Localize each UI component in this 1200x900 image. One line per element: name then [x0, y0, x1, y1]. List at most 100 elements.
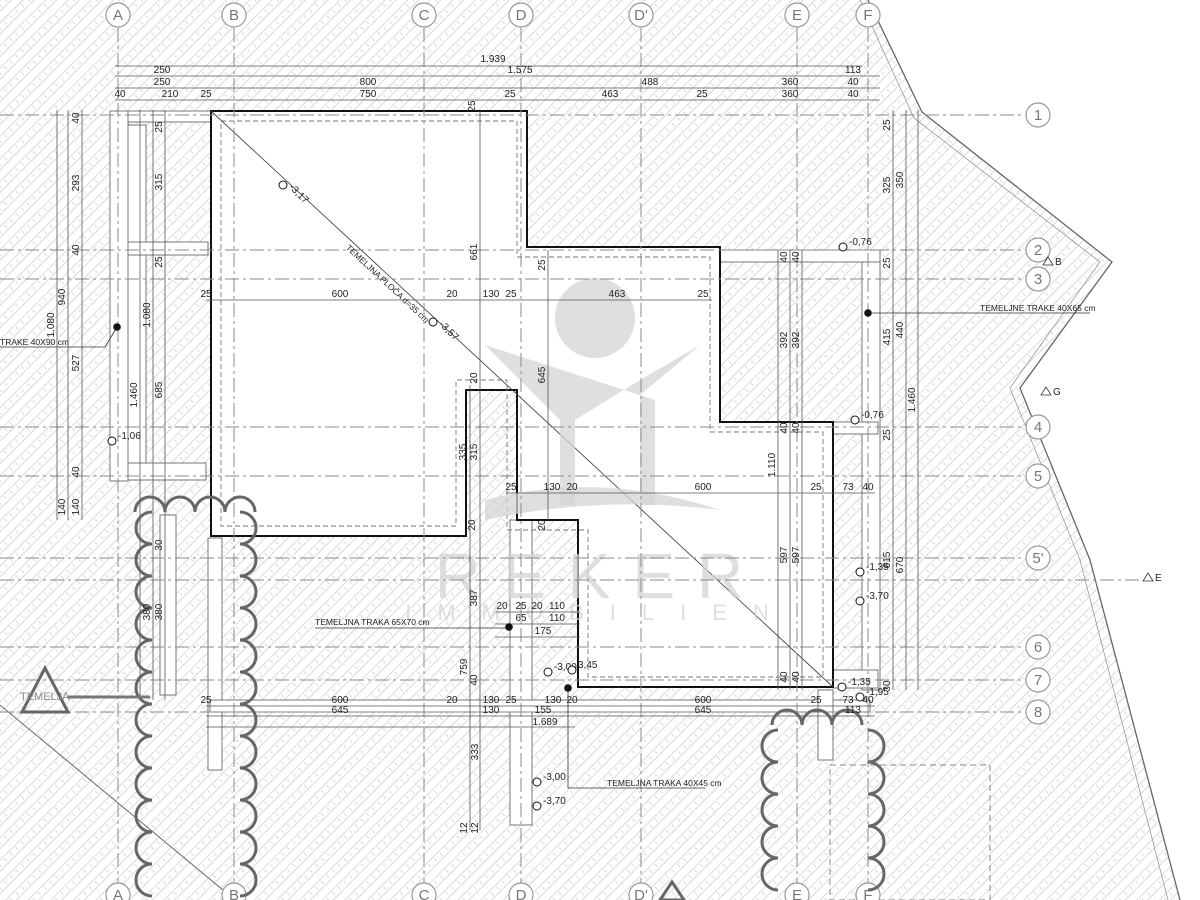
strip-label-bottom: TEMELJNA TRAKA 40X45 cm	[607, 778, 722, 788]
outbuilding-outline	[829, 764, 991, 900]
level-marker-icon	[567, 665, 577, 675]
dimension-label: 1.460	[907, 387, 918, 412]
dimension-label: 140	[71, 498, 82, 515]
tree-outline	[134, 510, 153, 898]
dimension-label: 25	[810, 482, 822, 493]
annotations	[0, 309, 1090, 900]
site-boundary-inner	[859, 0, 1169, 900]
dimension-label: 1.080	[46, 312, 57, 337]
dimension-label: 685	[154, 381, 165, 398]
dimension-label: 392	[791, 331, 802, 348]
dimension-label: 315	[154, 173, 165, 190]
dimension-label: 392	[779, 331, 790, 348]
dimension-label: 40	[779, 251, 790, 263]
tree-outline	[867, 728, 886, 892]
dimension-label: 20	[469, 372, 480, 384]
grid-bubble	[105, 882, 131, 900]
grid-row-label: 4	[1034, 419, 1042, 436]
dimension-label: 40	[791, 671, 802, 683]
grid-row-label: 7	[1034, 672, 1042, 689]
level-marker-icon	[532, 801, 542, 811]
dimension-label: 25	[504, 89, 516, 100]
section-markers	[1040, 256, 1154, 582]
slab-inner-edge	[220, 120, 824, 678]
dimension-label: 1.939	[480, 54, 505, 65]
grid-bubble	[411, 2, 437, 28]
level-marker-icon	[855, 596, 865, 606]
level-label: -1,35	[848, 677, 871, 688]
level-marker-icon	[838, 242, 848, 252]
dimension-label: 175	[535, 626, 552, 637]
level-label: -0,76	[861, 410, 884, 421]
dimension-label: 25	[882, 257, 893, 269]
dimension-label: 130	[544, 482, 561, 493]
dimension-label: 661	[469, 243, 480, 260]
dimension-label: 40	[114, 89, 126, 100]
dimension-label: 750	[360, 89, 377, 100]
dimension-label: 1.460	[129, 382, 140, 407]
dimension-label: 40	[71, 466, 82, 478]
dimension-label: 12	[459, 822, 470, 834]
dimension-label: 25	[467, 100, 478, 112]
dimension-label: 25	[882, 429, 893, 441]
section-marker-b: B	[1055, 257, 1062, 268]
dimension-label: 940	[57, 288, 68, 305]
grid-column-label: B	[229, 887, 239, 900]
dimension-label: 30	[154, 539, 165, 551]
dimension-label: 335	[458, 443, 469, 460]
dimension-label: 1.689	[532, 717, 557, 728]
level-marker-icon	[837, 682, 847, 692]
dimension-label: 130	[545, 695, 562, 706]
dimension-label: 360	[782, 77, 799, 88]
dimension-label: 210	[162, 89, 179, 100]
dimension-label: 40	[862, 482, 874, 493]
grid-bubble	[508, 2, 534, 28]
level-label: -1,06	[118, 431, 141, 442]
grid-bubble	[1025, 463, 1051, 489]
grid-bubble	[1025, 414, 1051, 440]
dimension-label: 463	[609, 289, 626, 300]
dimension-label: 73	[842, 482, 854, 493]
grid-bubble	[508, 882, 534, 900]
dimension-label: 20	[537, 519, 548, 531]
dimension-label: 25	[505, 289, 517, 300]
site-boundary-left	[0, 704, 236, 900]
strip-label-right: TEMELJNE TRAKE 40X65 cm	[980, 303, 1096, 313]
grid-row-label: 5'	[1032, 550, 1043, 567]
grid-bubble	[1025, 237, 1051, 263]
grid-row-label: 5	[1034, 468, 1042, 485]
grid-bubble	[1025, 102, 1051, 128]
section-marker-e: E	[1155, 573, 1162, 584]
dimension-label: 25	[200, 695, 212, 706]
dimension-label: 600	[695, 695, 712, 706]
dimension-label: 597	[779, 546, 790, 563]
grid-bubble	[411, 882, 437, 900]
level-marker-icon	[855, 567, 865, 577]
dimension-label: 463	[602, 89, 619, 100]
dimension-label: 25	[200, 289, 212, 300]
dimension-label: 110	[549, 613, 565, 624]
dimension-label: 25	[154, 256, 165, 268]
grid-column-label: E	[792, 887, 802, 900]
grid-column-label: D'	[634, 7, 648, 24]
level-marker-icon	[850, 415, 860, 425]
dimension-label: 25	[882, 119, 893, 131]
level-label: -1,35	[866, 562, 889, 573]
level-marker-icon	[278, 180, 288, 190]
level-marker-icon	[428, 317, 438, 327]
dimension-label: 113	[845, 65, 861, 76]
grid-row-label: 1	[1034, 107, 1042, 124]
dimension-lines	[56, 65, 919, 830]
watermark-brand: REKER	[435, 540, 766, 612]
grid-bubble	[855, 2, 881, 28]
dimension-label: 30	[882, 680, 893, 692]
slab-diagonal	[210, 110, 834, 688]
dimension-label: 130	[483, 695, 500, 706]
dimension-label: 25	[697, 289, 709, 300]
dimension-label: 440	[895, 321, 906, 338]
grid-column-label: D'	[634, 887, 648, 900]
dimension-label: 40	[779, 671, 790, 683]
dimension-label: 40	[71, 112, 82, 124]
dimension-label: 293	[71, 174, 82, 191]
trees	[133, 495, 886, 898]
